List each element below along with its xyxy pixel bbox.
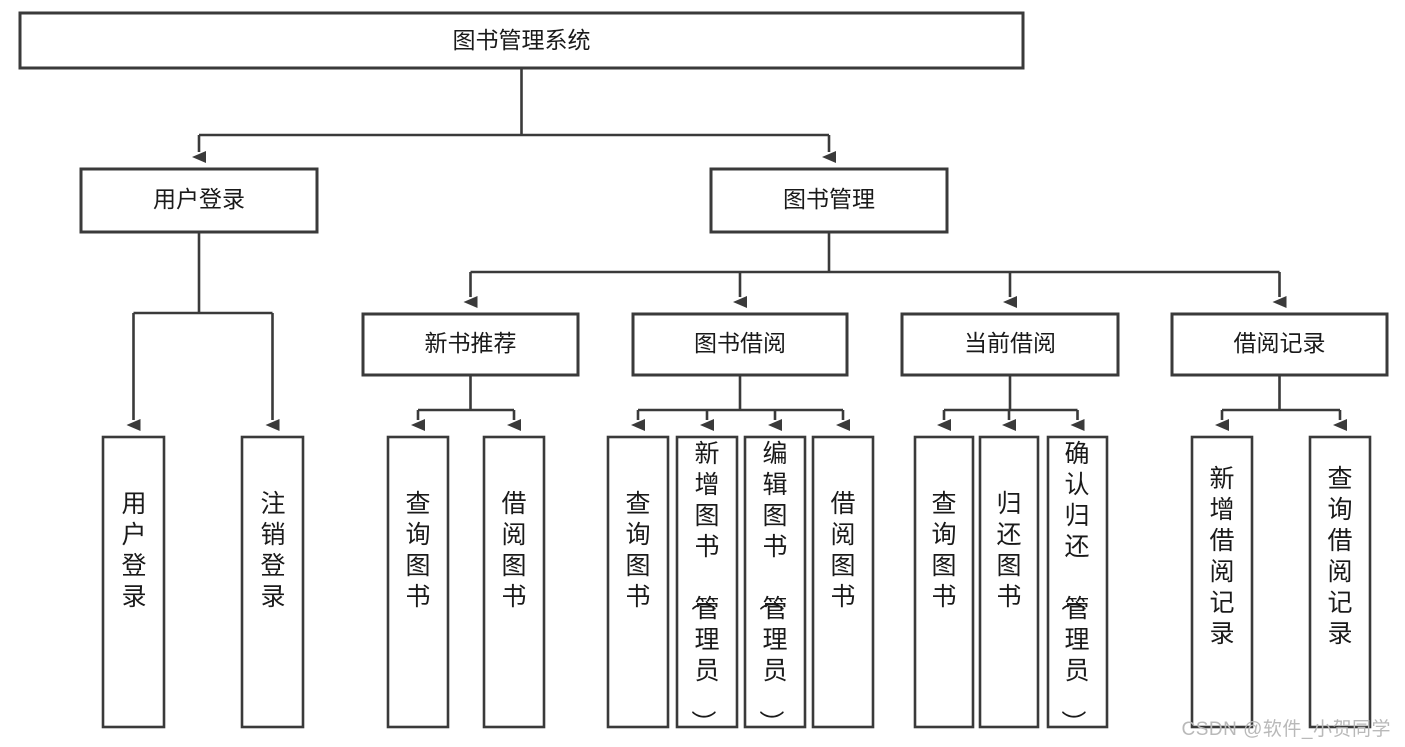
node-recommend-query-book[interactable]: 查询图书 <box>386 435 450 729</box>
node-borrow-record-box[interactable] <box>1170 312 1389 377</box>
node-current-query-book-label: 查询图书 <box>931 490 956 611</box>
node-book-borrow[interactable]: 图书借阅 <box>631 312 849 377</box>
csdn-watermark: CSDN @软件_小贺同学 <box>1181 719 1391 740</box>
node-borrow-add-book-label: 新增图书（管理员） <box>688 440 719 735</box>
node-current-confirm-return-box[interactable] <box>1046 435 1109 729</box>
node-book-manage-box[interactable] <box>709 167 949 234</box>
node-record-query-box[interactable] <box>1308 435 1372 729</box>
node-user-login-login[interactable]: 用户登录 <box>101 435 166 729</box>
node-user-login-login-label: 用户登录 <box>121 490 146 611</box>
node-new-book-recommend-label: 新书推荐 <box>425 330 517 356</box>
node-recommend-query-book-label: 查询图书 <box>405 490 430 611</box>
node-borrow-add-book[interactable]: 新增图书（管理员） <box>675 435 739 735</box>
node-borrow-query-book-label: 查询图书 <box>625 490 650 611</box>
node-current-return-book-box[interactable] <box>978 435 1040 729</box>
node-user-login-logout-label: 注销登录 <box>260 490 285 611</box>
node-borrow-borrow-book[interactable]: 借阅图书 <box>811 435 875 729</box>
node-current-return-book[interactable]: 归还图书 <box>978 435 1040 729</box>
node-borrow-add-book-box[interactable] <box>675 435 739 729</box>
node-borrow-edit-book-box[interactable] <box>743 435 807 729</box>
node-current-confirm-return-label: 确认归还（管理员） <box>1058 440 1089 735</box>
node-root[interactable]: 图书管理系统 <box>18 11 1025 70</box>
node-book-borrow-label: 图书借阅 <box>694 330 786 356</box>
node-book-manage-label: 图书管理 <box>783 186 875 212</box>
node-record-add-box[interactable] <box>1190 435 1254 729</box>
node-current-return-book-label: 归还图书 <box>996 490 1021 611</box>
node-book-manage[interactable]: 图书管理 <box>709 167 949 234</box>
node-record-query[interactable]: 查询借阅记录 <box>1308 435 1372 729</box>
node-record-add[interactable]: 新增借阅记录 <box>1190 435 1254 729</box>
node-book-borrow-box[interactable] <box>631 312 849 377</box>
node-borrow-query-book-box[interactable] <box>606 435 670 729</box>
node-user-login-login-box[interactable] <box>101 435 166 729</box>
node-current-borrow-box[interactable] <box>900 312 1120 377</box>
node-user-login-box[interactable] <box>79 167 319 234</box>
node-root-label: 图书管理系统 <box>453 27 591 53</box>
node-current-confirm-return[interactable]: 确认归还（管理员） <box>1046 435 1109 735</box>
node-borrow-borrow-book-label: 借阅图书 <box>830 490 855 611</box>
node-record-query-label: 查询借阅记录 <box>1327 465 1352 648</box>
node-record-add-label: 新增借阅记录 <box>1209 465 1234 648</box>
node-new-book-recommend[interactable]: 新书推荐 <box>361 312 580 377</box>
node-recommend-borrow-book-label: 借阅图书 <box>501 490 526 611</box>
node-borrow-borrow-book-box[interactable] <box>811 435 875 729</box>
node-borrow-query-book[interactable]: 查询图书 <box>606 435 670 729</box>
node-new-book-recommend-box[interactable] <box>361 312 580 377</box>
node-borrow-record[interactable]: 借阅记录 <box>1170 312 1389 377</box>
node-borrow-record-label: 借阅记录 <box>1234 330 1326 356</box>
node-user-login-logout[interactable]: 注销登录 <box>240 435 305 729</box>
node-current-query-book-box[interactable] <box>913 435 975 729</box>
node-current-borrow-label: 当前借阅 <box>964 330 1056 356</box>
node-borrow-edit-book-label: 编辑图书（管理员） <box>756 440 787 735</box>
node-current-borrow[interactable]: 当前借阅 <box>900 312 1120 377</box>
connector-layer <box>126 68 1347 431</box>
node-recommend-query-book-box[interactable] <box>386 435 450 729</box>
node-user-login-label: 用户登录 <box>153 186 245 212</box>
node-borrow-edit-book[interactable]: 编辑图书（管理员） <box>743 435 807 735</box>
node-user-login-logout-box[interactable] <box>240 435 305 729</box>
node-recommend-borrow-book-box[interactable] <box>482 435 546 729</box>
node-root-box[interactable] <box>18 11 1025 70</box>
node-recommend-borrow-book[interactable]: 借阅图书 <box>482 435 546 729</box>
node-user-login[interactable]: 用户登录 <box>79 167 319 234</box>
node-current-query-book[interactable]: 查询图书 <box>913 435 975 729</box>
